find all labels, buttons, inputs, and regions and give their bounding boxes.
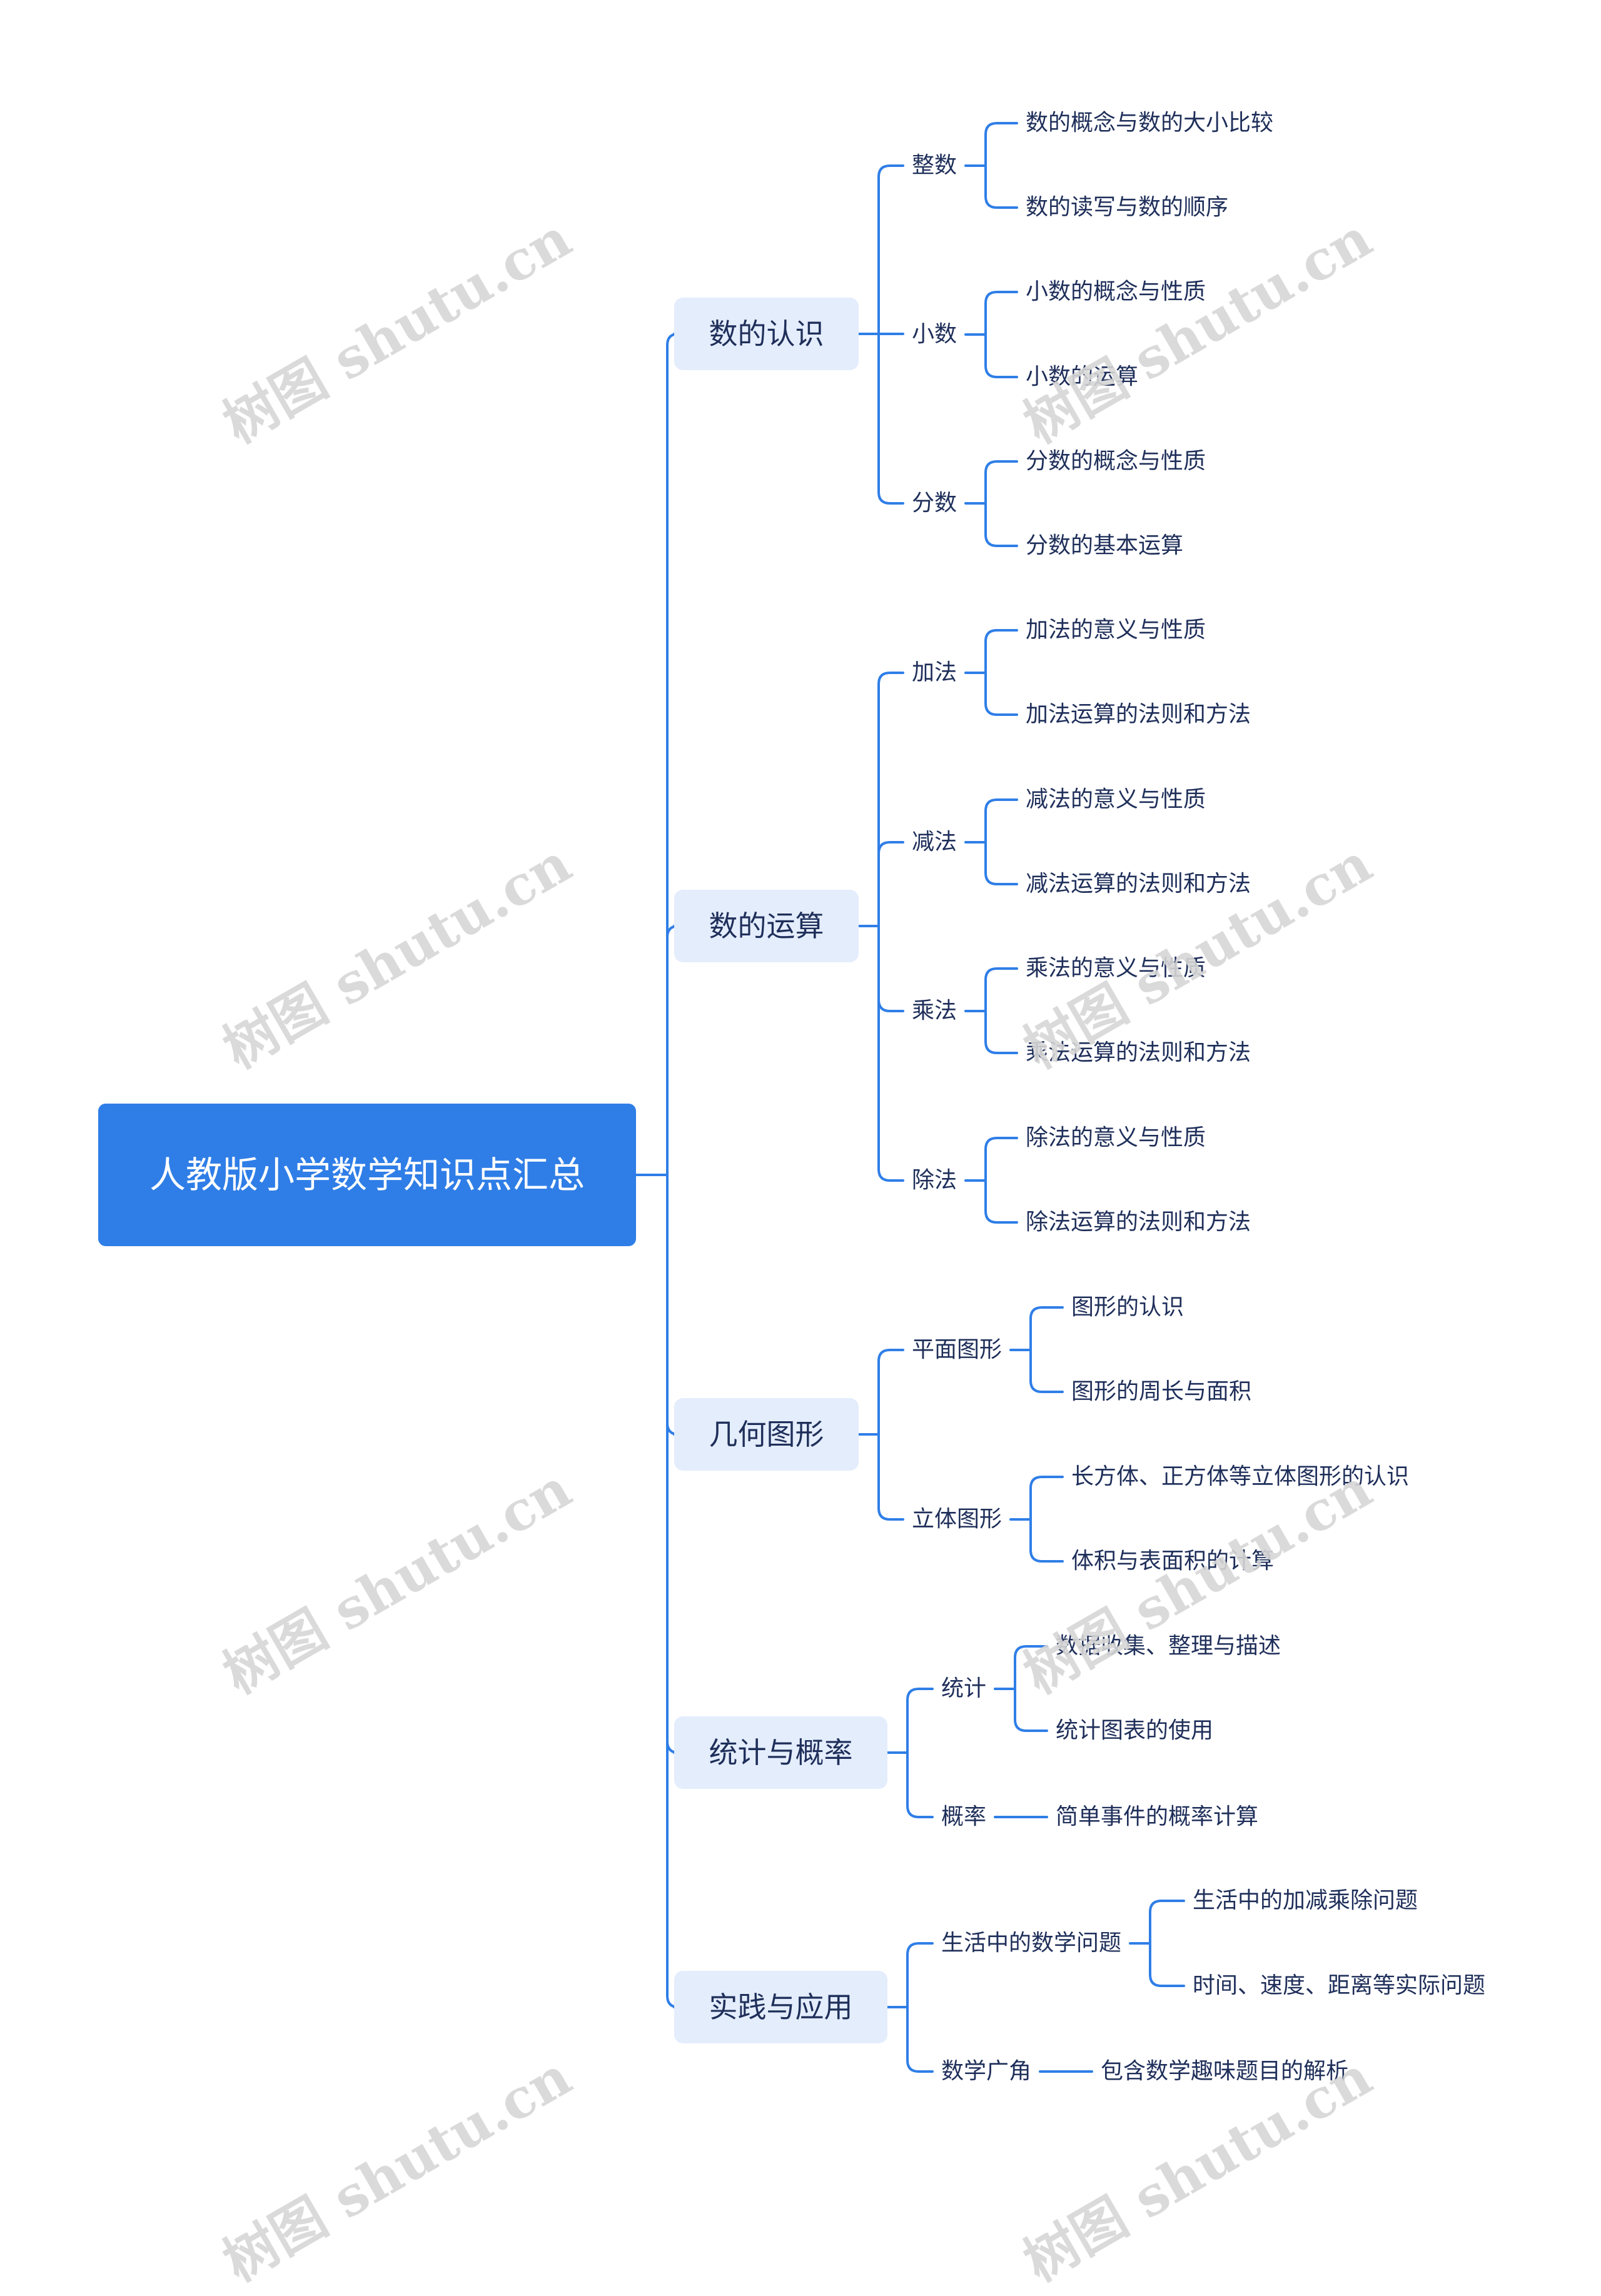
subtopic-addition[interactable]: 加法: [912, 660, 957, 685]
leaf-item[interactable]: 包含数学趣味题目的解析: [1101, 2058, 1349, 2084]
connector-line: [964, 122, 1018, 209]
leaf-item[interactable]: 数据收集、整理与描述: [1056, 1633, 1281, 1659]
subtopic-division[interactable]: 除法: [912, 1167, 957, 1193]
leaf-item[interactable]: 减法的意义与性质: [1026, 787, 1206, 812]
connector-line: [1009, 1306, 1064, 1393]
subtopic-plane-figures[interactable]: 平面图形: [912, 1337, 1003, 1362]
subtopic-integers[interactable]: 整数: [912, 153, 957, 178]
subtopic-statistics[interactable]: 统计: [941, 1676, 987, 1701]
leaf-item[interactable]: 乘法运算的法则和方法: [1026, 1040, 1251, 1065]
leaf-item[interactable]: 小数的概念与性质: [1026, 279, 1206, 305]
leaf-item[interactable]: 图形的认识: [1071, 1294, 1184, 1320]
branch-statistics-probability[interactable]: 统计与概率: [674, 1716, 887, 1789]
leaf-item[interactable]: 体积与表面积的计算: [1071, 1548, 1275, 1574]
leaf-item[interactable]: 加法的意义与性质: [1026, 617, 1206, 643]
connector-line: [1009, 1476, 1064, 1563]
leaf-item[interactable]: 图形的周长与面积: [1071, 1379, 1252, 1404]
leaf-item[interactable]: 加法运算的法则和方法: [1026, 702, 1251, 727]
connector-line: [1129, 1900, 1185, 1987]
leaf-item[interactable]: 小数的运算: [1026, 364, 1139, 390]
leaf-item[interactable]: 简单事件的概率计算: [1056, 1804, 1259, 1830]
leaf-item[interactable]: 除法运算的法则和方法: [1026, 1209, 1251, 1235]
connector-line: [857, 164, 904, 505]
connector-line: [857, 672, 904, 1182]
leaf-item[interactable]: 时间、速度、距离等实际问题: [1193, 1973, 1486, 1998]
leaf-item[interactable]: 数的读写与数的顺序: [1026, 194, 1229, 220]
subtopic-everyday-math[interactable]: 生活中的数学问题: [941, 1930, 1122, 1956]
subtopic-fractions[interactable]: 分数: [912, 490, 957, 516]
subtopic-multiplication[interactable]: 乘法: [912, 998, 957, 1024]
leaf-item[interactable]: 乘法的意义与性质: [1026, 955, 1206, 981]
branch-practice-application[interactable]: 实践与应用: [674, 1971, 887, 2043]
subtopic-decimals[interactable]: 小数: [912, 321, 957, 347]
leaf-item[interactable]: 统计图表的使用: [1056, 1718, 1214, 1743]
branch-number-operations[interactable]: 数的运算: [674, 890, 859, 962]
root-topic[interactable]: 人教版小学数学知识点汇总: [98, 1104, 636, 1246]
connector-line: [964, 798, 1018, 885]
subtopic-subtraction[interactable]: 减法: [912, 829, 957, 855]
leaf-item[interactable]: 分数的概念与性质: [1026, 448, 1206, 474]
connector-line: [964, 460, 1018, 547]
leaf-item[interactable]: 除法的意义与性质: [1026, 1125, 1206, 1151]
connector-line: [964, 1137, 1018, 1224]
leaf-item[interactable]: 分数的基本运算: [1026, 533, 1184, 558]
subtopic-probability[interactable]: 概率: [941, 1804, 987, 1830]
connector-line: [857, 1349, 904, 1521]
connector-line: [994, 1645, 1048, 1732]
connector-line: [964, 291, 1018, 378]
connector-line: [635, 333, 680, 2008]
connector-lines: [635, 122, 1185, 2073]
leaf-item[interactable]: 减法运算的法则和方法: [1026, 871, 1251, 897]
leaf-item[interactable]: 长方体、正方体等立体图形的认识: [1071, 1464, 1410, 1489]
subtopic-solid-figures[interactable]: 立体图形: [912, 1506, 1003, 1532]
connector-line: [886, 1942, 934, 2073]
subtopic-math-corner[interactable]: 数学广角: [941, 2058, 1032, 2084]
branch-number-recognition[interactable]: 数的认识: [674, 298, 859, 370]
branch-geometry[interactable]: 几何图形: [674, 1398, 859, 1471]
leaf-item[interactable]: 数的概念与数的大小比较: [1026, 110, 1274, 136]
connector-line: [964, 967, 1018, 1054]
connector-line: [886, 1688, 934, 1818]
leaf-item[interactable]: 生活中的加减乘除问题: [1193, 1888, 1418, 1913]
connector-line: [964, 629, 1018, 716]
